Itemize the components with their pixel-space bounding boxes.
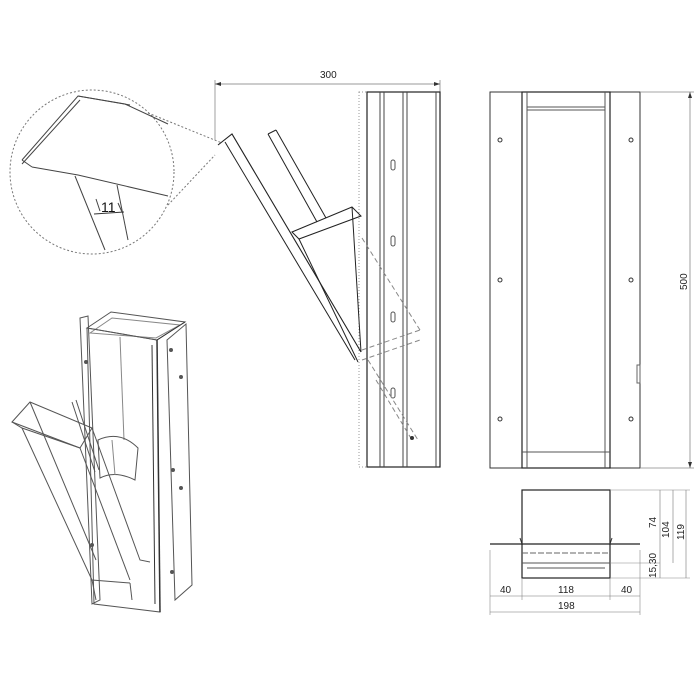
screw-hole (497, 137, 503, 143)
dimension-198: 198 (558, 601, 575, 612)
detail-leader-top (147, 112, 223, 144)
front-handle (636, 364, 641, 384)
iso-top-face (85, 311, 187, 341)
detail-dimension-11: 11 (101, 199, 116, 215)
front-view (489, 91, 694, 469)
dimension-300: 300 (320, 70, 337, 81)
iso-hopper-side (21, 427, 131, 584)
detail-leader-bottom (167, 154, 216, 206)
screw-hole (628, 277, 634, 283)
front-body (521, 91, 611, 469)
screw-hole (497, 416, 503, 422)
detail-lid-top (21, 95, 169, 161)
iso-arm (71, 401, 96, 473)
dimension-15-30: 15,30 (648, 553, 659, 578)
iso-left-flange (79, 315, 101, 605)
dimension-118: 118 (558, 585, 574, 596)
side-slot (390, 387, 396, 399)
detail-callout (9, 89, 223, 255)
dimension-104: 104 (661, 521, 672, 538)
iso-right-flange (166, 322, 193, 602)
side-slot (390, 159, 396, 171)
bottom-view (489, 489, 690, 615)
dimension-74: 74 (648, 516, 659, 528)
bottom-body (521, 489, 611, 579)
side-hopper-plate (291, 206, 362, 240)
side-wall-hatch (358, 91, 368, 468)
isometric-view (11, 311, 193, 613)
side-hopper-closed (361, 237, 421, 441)
detail-chute-left (74, 175, 106, 251)
screw-hole (497, 277, 503, 283)
dimension-40-left: 40 (500, 585, 512, 596)
front-back-plate (489, 91, 641, 469)
side-slot (390, 311, 396, 323)
screw-hole (628, 416, 634, 422)
screw-hole (628, 137, 634, 143)
detail-dim-line (93, 211, 125, 215)
side-slot (390, 235, 396, 247)
side-view (214, 80, 441, 468)
dimension-119: 119 (676, 524, 687, 540)
iso-front-face (86, 327, 161, 613)
side-arm (267, 133, 318, 223)
detail-lid-bottom (31, 166, 169, 197)
dimension-40-right: 40 (621, 585, 633, 596)
dimension-500: 500 (679, 273, 690, 290)
detail-circle (9, 89, 175, 255)
iso-inner-chute (97, 435, 139, 481)
